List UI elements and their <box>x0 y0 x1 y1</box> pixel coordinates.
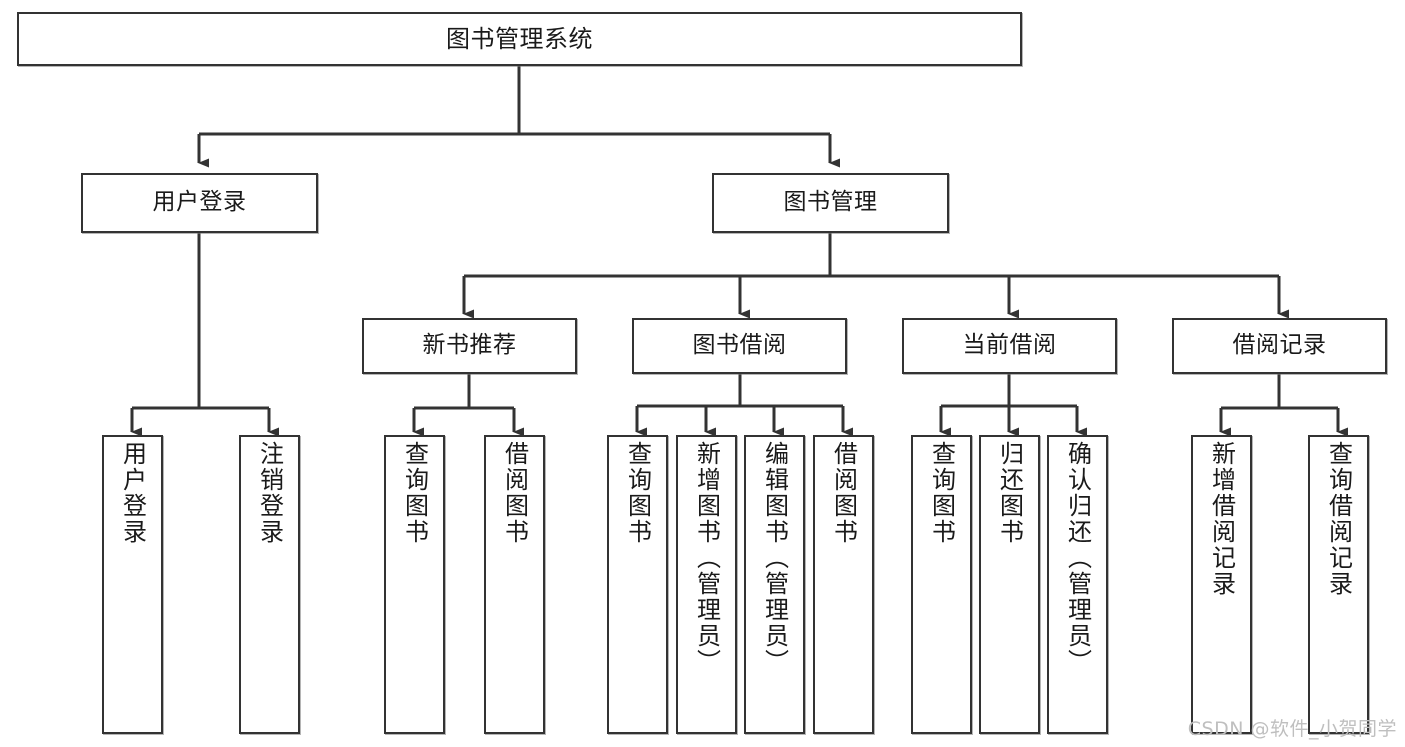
node-book-management[interactable]: 图书管理 <box>712 173 949 233</box>
node-label: 编辑图书（管理员） <box>760 441 789 675</box>
node-label: 借阅图书 <box>500 441 529 545</box>
leaf-user-login[interactable]: 用户登录 <box>102 435 163 734</box>
leaf-borrow-book-from-borrow[interactable]: 借阅图书 <box>813 435 874 734</box>
node-new-book-recommendation[interactable]: 新书推荐 <box>362 318 577 374</box>
leaf-query-book-from-recommendation[interactable]: 查询图书 <box>384 435 445 734</box>
node-label: 查询图书 <box>400 441 429 545</box>
node-root-book-management-system[interactable]: 图书管理系统 <box>17 12 1022 66</box>
node-label: 当前借阅 <box>962 332 1057 359</box>
leaf-query-book-from-borrow[interactable]: 查询图书 <box>607 435 668 734</box>
node-borrow-record[interactable]: 借阅记录 <box>1172 318 1387 374</box>
node-label: 查询借阅记录 <box>1324 441 1353 597</box>
leaf-confirm-return-admin[interactable]: 确认归还（管理员） <box>1047 435 1108 734</box>
node-label: 新增借阅记录 <box>1207 441 1236 597</box>
node-user-login[interactable]: 用户登录 <box>81 173 318 233</box>
leaf-return-book[interactable]: 归还图书 <box>979 435 1040 734</box>
leaf-add-book-admin[interactable]: 新增图书（管理员） <box>676 435 737 734</box>
leaf-add-borrow-record[interactable]: 新增借阅记录 <box>1191 435 1252 734</box>
node-label: 图书管理系统 <box>446 24 593 53</box>
node-label: 用户登录 <box>118 441 147 545</box>
node-label: 查询图书 <box>623 441 652 545</box>
node-label: 新增图书（管理员） <box>692 441 721 675</box>
node-label: 借阅记录 <box>1232 332 1327 359</box>
node-label: 归还图书 <box>995 441 1024 545</box>
node-book-borrow[interactable]: 图书借阅 <box>632 318 847 374</box>
node-label: 借阅图书 <box>829 441 858 545</box>
leaf-query-book-from-current[interactable]: 查询图书 <box>911 435 972 734</box>
leaf-borrow-book-from-recommendation[interactable]: 借阅图书 <box>484 435 545 734</box>
node-label: 新书推荐 <box>422 332 517 359</box>
node-label: 确认归还（管理员） <box>1063 441 1092 675</box>
node-label: 查询图书 <box>927 441 956 545</box>
leaf-logout[interactable]: 注销登录 <box>239 435 300 734</box>
leaf-query-borrow-record[interactable]: 查询借阅记录 <box>1308 435 1369 734</box>
node-label: 图书管理 <box>783 189 878 216</box>
node-label: 用户登录 <box>152 189 247 216</box>
leaf-edit-book-admin[interactable]: 编辑图书（管理员） <box>744 435 805 734</box>
node-label: 图书借阅 <box>692 332 787 359</box>
node-label: 注销登录 <box>255 441 284 545</box>
csdn-watermark: CSDN @软件_小贺同学 <box>1187 718 1397 740</box>
node-current-borrow[interactable]: 当前借阅 <box>902 318 1117 374</box>
